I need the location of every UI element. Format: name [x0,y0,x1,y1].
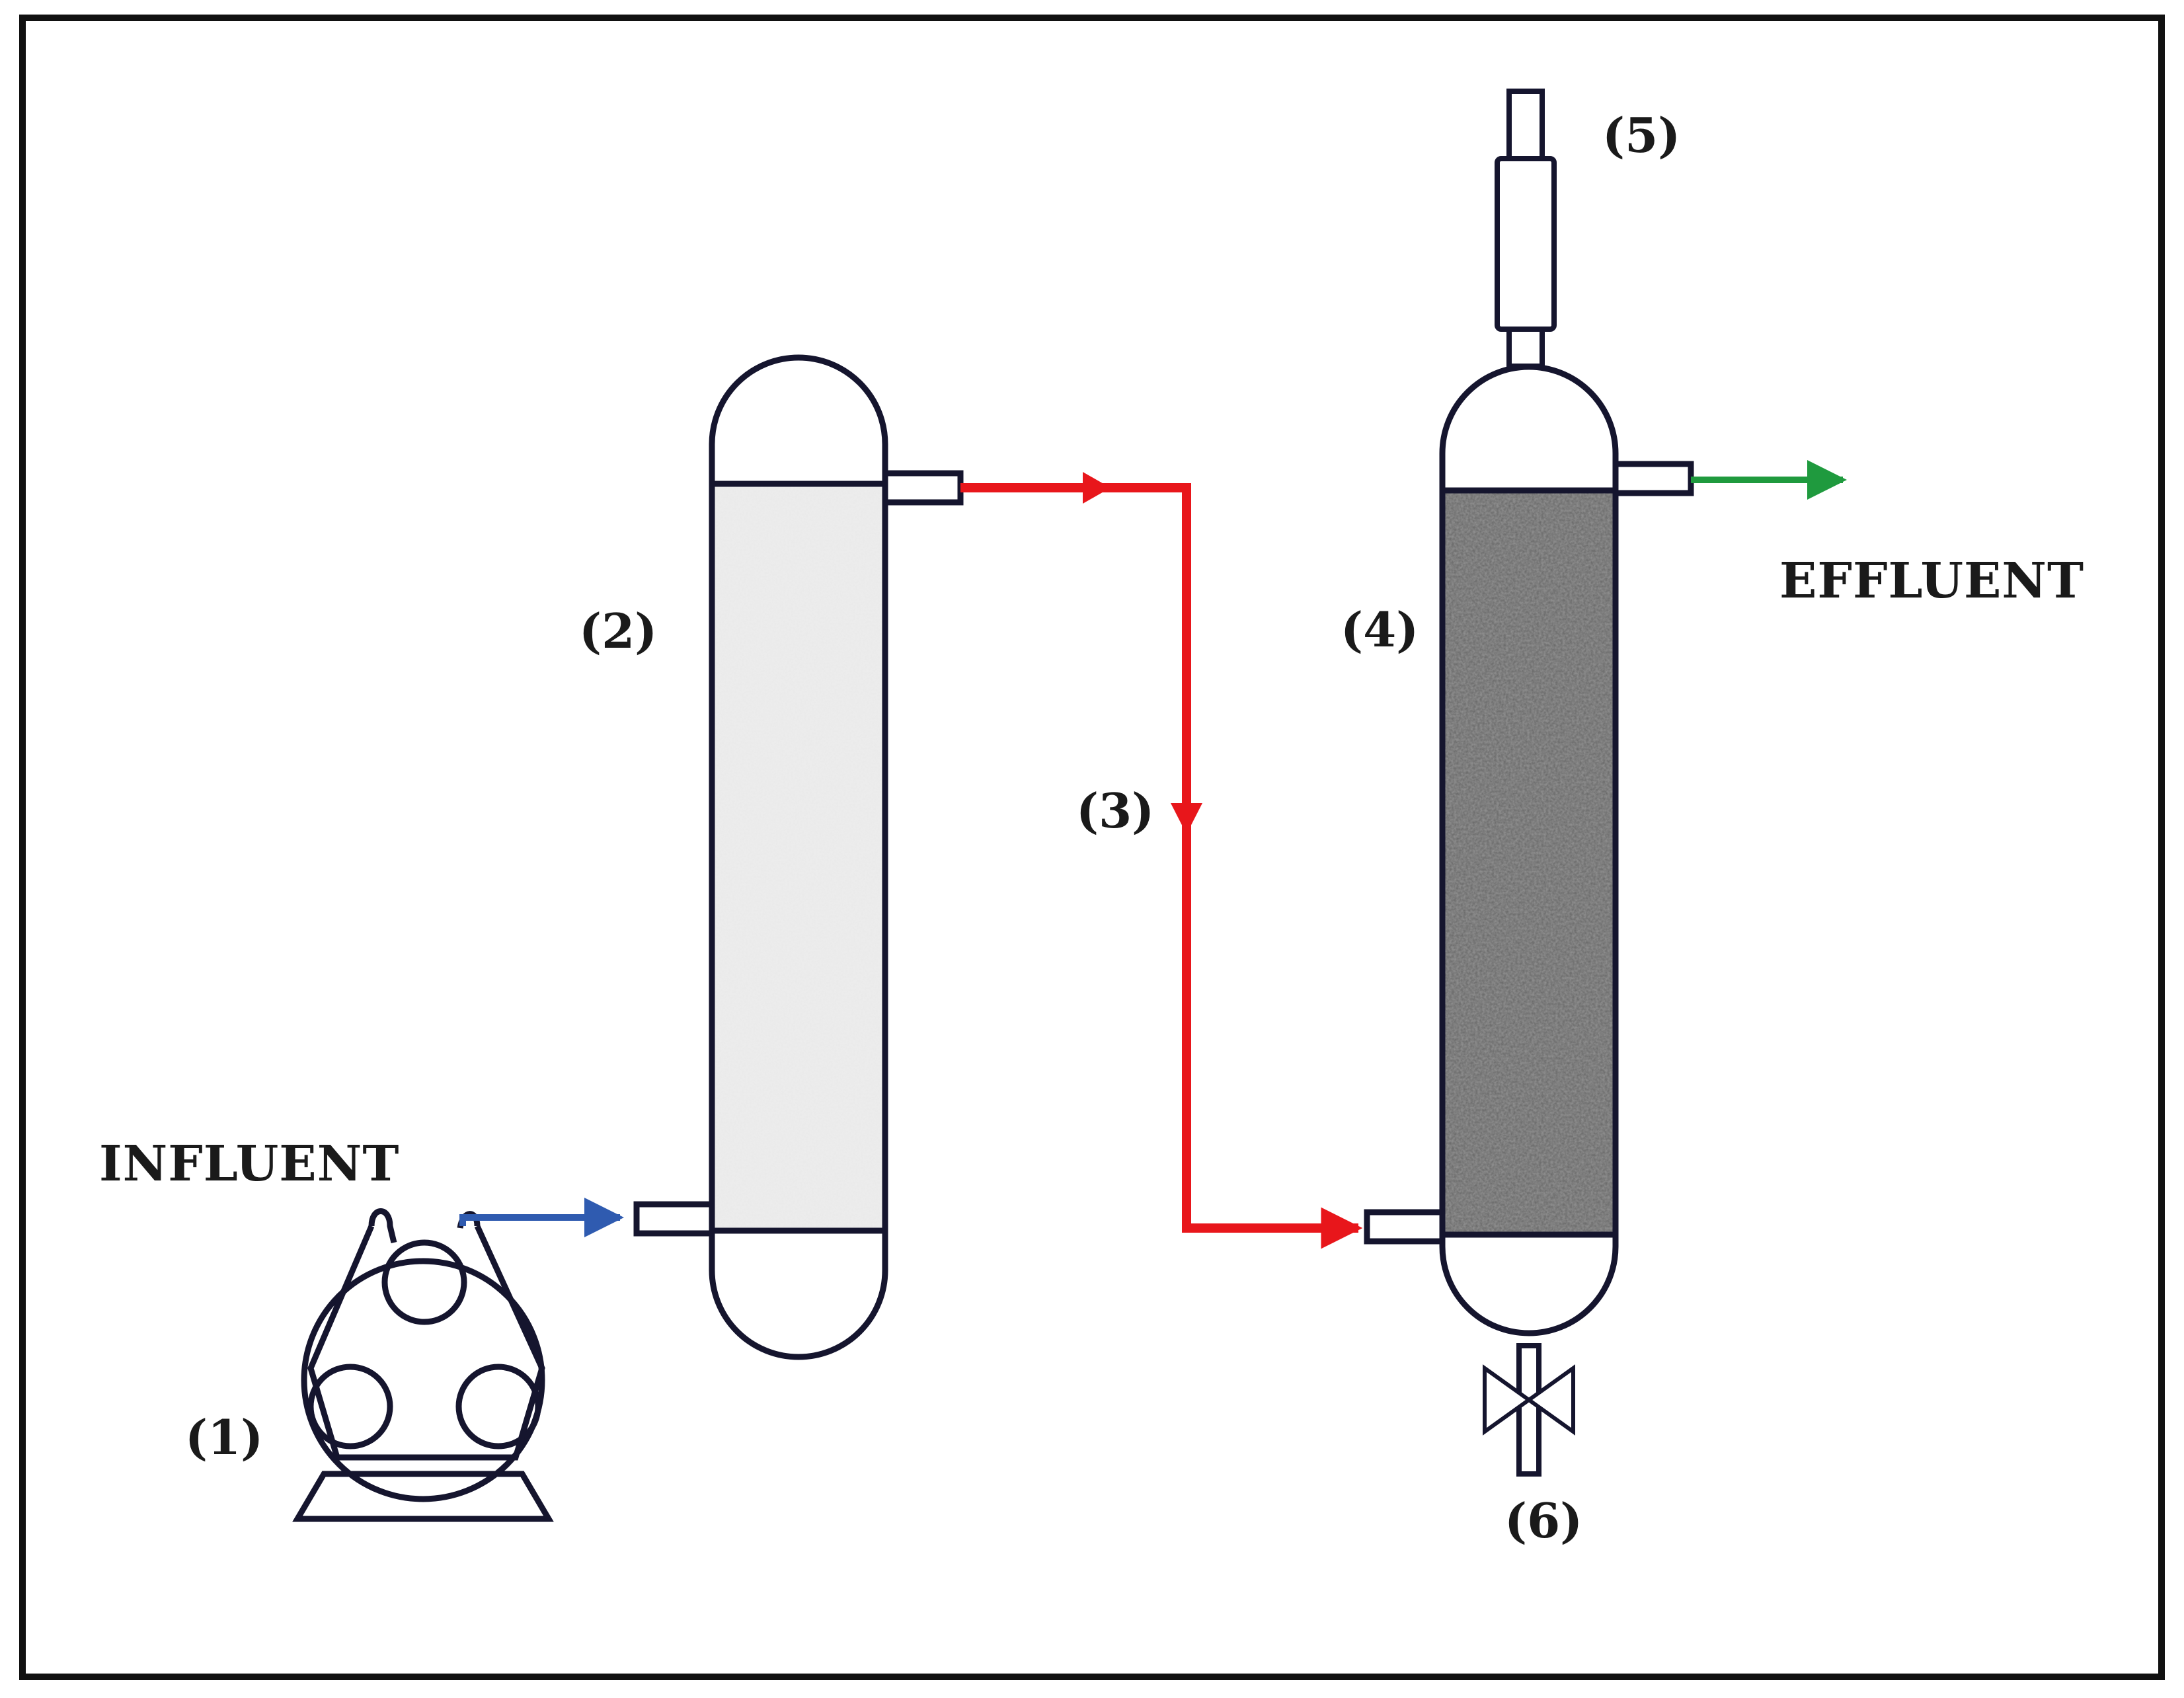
drain-valve-label: (6) [1504,1492,1582,1549]
column-1-outlet-nozzle [882,470,964,506]
column-2-label: (4) [1341,601,1419,658]
column-1-label: (2) [579,603,657,659]
peristaltic-pump-icon [292,1208,554,1522]
effluent-label: EFFLUENT [1779,553,2084,609]
column-2-body [1439,364,1619,1336]
flow-direction-arrow-right [1083,472,1111,504]
column-1-media-grain [712,484,885,1231]
pump-inlet-loop [368,1208,397,1244]
drain-valve-icon [1483,1364,1575,1436]
pump-roller-left [307,1364,393,1449]
pump-housing [301,1258,545,1502]
column-1-inlet-nozzle [633,1201,715,1237]
drain-pipe [1516,1343,1541,1477]
pump-label: (1) [185,1409,263,1465]
influent-label: INFLUENT [99,1136,399,1192]
pump-tubing [307,1225,545,1461]
column-1 [633,354,964,1360]
column-2-media-grain [1442,490,1616,1235]
influent-flow-line [459,1198,624,1237]
pump-roller-top [381,1239,467,1325]
connecting-line [960,472,1363,1249]
flow-direction-arrow-down [1171,803,1202,834]
pump-base [292,1471,554,1522]
column-2 [1364,89,1694,1477]
column-1-body [709,354,888,1360]
connecting-line-label: (3) [1076,783,1154,839]
top-fitting-body [1495,156,1557,332]
diagram-frame [19,15,2165,1680]
top-fitting-label: (5) [1602,107,1680,163]
top-fitting-stem [1506,89,1545,161]
column-2-outlet-nozzle [1612,461,1694,496]
column-2-inlet-nozzle [1364,1209,1446,1245]
connecting-flow-line [960,483,1363,1249]
top-fitting-neck [1506,327,1545,369]
pump-roller-right [455,1364,541,1449]
